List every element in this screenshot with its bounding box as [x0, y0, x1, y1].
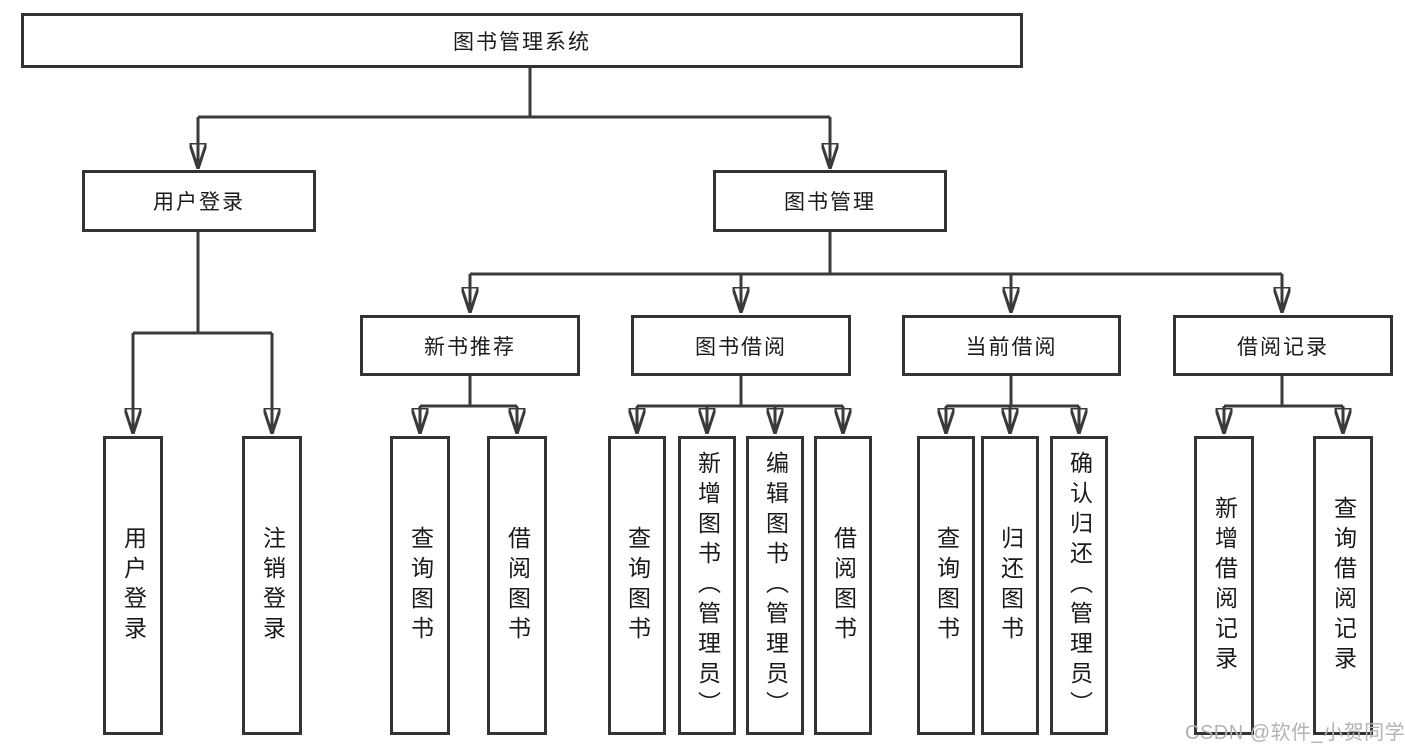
leaf-query-books-borrowing: 查询图书: [608, 436, 666, 735]
node-new-book-recommend: 新书推荐: [360, 315, 580, 376]
connector-current-borrowing-to-leaves: [946, 376, 1079, 433]
node-user-login: 用户登录: [82, 170, 316, 232]
node-book-management: 图书管理: [713, 170, 947, 232]
leaf-user-login: 用户登录: [103, 436, 163, 735]
leaf-add-borrow-record: 新增借阅记录: [1194, 436, 1254, 735]
connector-book-borrowing-to-leaves: [637, 376, 843, 433]
leaf-query-borrow-record-label: 查询借阅记录: [1330, 495, 1357, 676]
leaf-borrow-books-recommend: 借阅图书: [487, 436, 547, 735]
node-book-borrowing: 图书借阅: [631, 315, 851, 376]
node-library-management-system: 图书管理系统: [21, 13, 1023, 68]
node-current-borrowing: 当前借阅: [902, 315, 1121, 376]
leaf-confirm-return-admin-label: 确认归还（管理员）: [1066, 450, 1093, 721]
leaf-query-borrow-record: 查询借阅记录: [1313, 436, 1373, 735]
leaf-user-login-label: 用户登录: [120, 525, 147, 646]
leaf-confirm-return-admin: 确认归还（管理员）: [1050, 436, 1108, 735]
connector-new-book-recommend-to-leaves: [420, 376, 517, 433]
leaf-query-books-current-label: 查询图书: [933, 525, 960, 646]
leaf-query-books-recommend-label: 查询图书: [407, 525, 434, 646]
leaf-borrow-books: 借阅图书: [814, 436, 872, 735]
leaf-logout: 注销登录: [242, 436, 302, 735]
connector-borrowing-records-to-leaves: [1224, 376, 1343, 433]
leaf-logout-label: 注销登录: [259, 525, 286, 646]
leaf-query-books-borrowing-label: 查询图书: [624, 525, 651, 646]
leaf-query-books-current: 查询图书: [917, 436, 975, 735]
leaf-edit-book-admin: 编辑图书（管理员）: [746, 436, 804, 735]
leaf-return-books-label: 归还图书: [997, 525, 1024, 646]
leaf-return-books: 归还图书: [981, 436, 1039, 735]
leaf-borrow-books-label: 借阅图书: [830, 525, 857, 646]
leaf-edit-book-admin-label: 编辑图书（管理员）: [762, 450, 789, 721]
connector-user-login-to-leaves: [133, 232, 272, 433]
leaf-add-book-admin: 新增图书（管理员）: [678, 436, 736, 735]
node-borrowing-records: 借阅记录: [1173, 315, 1393, 376]
connector-book-management-to-level3: [470, 232, 1282, 312]
leaf-query-books-recommend: 查询图书: [390, 436, 450, 735]
leaf-add-book-admin-label: 新增图书（管理员）: [694, 450, 721, 721]
leaf-borrow-books-recommend-label: 借阅图书: [504, 525, 531, 646]
csdn-watermark: CSDN @软件_小贺同学: [1185, 722, 1405, 744]
connector-root-to-level2: [198, 68, 830, 168]
leaf-add-borrow-record-label: 新增借阅记录: [1211, 495, 1238, 676]
